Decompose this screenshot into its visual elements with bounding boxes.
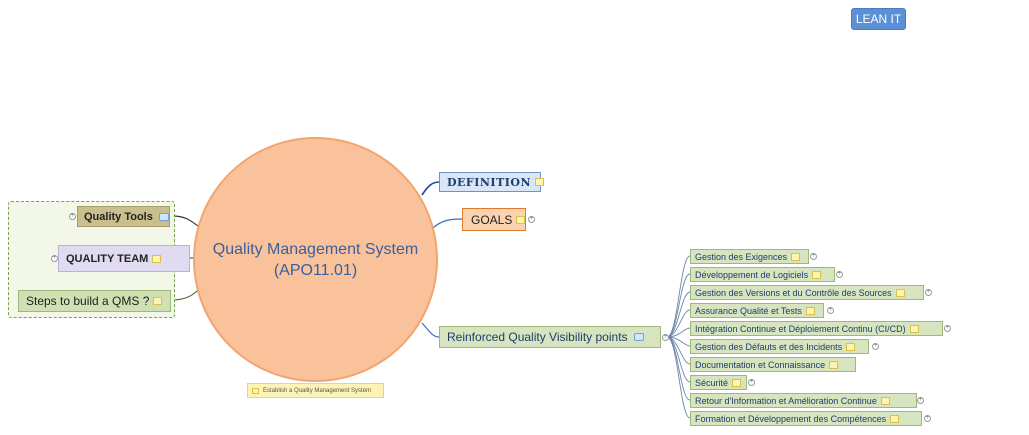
subtopic-item[interactable]: Documentation et Connaissance [690, 357, 856, 372]
subtopic-label: Assurance Qualité et Tests [695, 305, 802, 316]
subtopic-item[interactable]: Gestion des Versions et du Contrôle des … [690, 285, 924, 300]
connector-definition [421, 181, 440, 196]
topic-quality-team[interactable]: QUALITY TEAM [58, 245, 190, 272]
note-icon [732, 378, 742, 387]
subtopic-item[interactable]: Développement de Logiciels [690, 267, 835, 282]
topic-steps-build-qms[interactable]: Steps to build a QMS ? [18, 290, 171, 312]
collapse-icon[interactable] [662, 334, 669, 341]
note-icon [805, 306, 815, 315]
subtopic-label: Intégration Continue et Déploiement Cont… [695, 323, 906, 334]
note-icon [812, 270, 822, 279]
expand-icon[interactable] [917, 397, 924, 404]
subtopic-item[interactable]: Gestion des Défauts et des Incidents [690, 339, 869, 354]
lean-it-button[interactable]: LEAN IT [851, 8, 906, 30]
connector-steps [170, 289, 199, 301]
subtopic-item[interactable]: Intégration Continue et Déploiement Cont… [690, 321, 943, 336]
central-topic[interactable]: Quality Management System (APO11.01) [193, 137, 438, 382]
subtopic-item[interactable]: Sécurité [690, 375, 747, 390]
note-icon [516, 215, 526, 224]
topic-quality-tools[interactable]: Quality Tools [77, 206, 170, 227]
expand-icon[interactable] [810, 253, 817, 260]
connector-goals [432, 218, 463, 229]
note-icon [880, 396, 890, 405]
expand-icon[interactable] [944, 325, 951, 332]
expand-icon[interactable] [836, 271, 843, 278]
children-connectors [666, 255, 691, 419]
topic-label: Reinforced Quality Visibility points [447, 330, 628, 344]
subtopic-item[interactable]: Assurance Qualité et Tests [690, 303, 824, 318]
expand-icon[interactable] [51, 255, 58, 262]
topic-definition[interactable]: DEFINITION [439, 172, 545, 192]
note-icon [890, 414, 900, 423]
subtopic-label: Gestion des Versions et du Contrôle des … [695, 287, 892, 298]
comment-icon [158, 212, 169, 221]
expand-icon[interactable] [925, 289, 932, 296]
topic-label: DEFINITION [447, 175, 532, 189]
note-icon [252, 387, 259, 394]
topic-label: GOALS [471, 212, 513, 227]
expand-icon[interactable] [69, 213, 76, 220]
expand-icon[interactable] [528, 216, 535, 223]
subtopic-label: Documentation et Connaissance [695, 359, 826, 370]
central-title-line2: (APO11.01) [273, 261, 358, 279]
central-callout: Establish a Quality Management System [247, 383, 384, 398]
expand-icon[interactable] [827, 307, 834, 314]
note-icon [846, 342, 856, 351]
connector-reinforced [421, 322, 440, 338]
subtopic-item[interactable]: Formation et Développement des Compétenc… [690, 411, 922, 426]
note-icon [829, 360, 839, 369]
expand-icon[interactable] [924, 415, 931, 422]
note-icon [535, 178, 545, 186]
expand-icon[interactable] [748, 379, 755, 386]
subtopic-item[interactable]: Retour d'Information et Amélioration Con… [690, 393, 917, 408]
subtopic-label: Gestion des Défauts et des Incidents [695, 341, 843, 352]
note-icon [152, 254, 162, 263]
note-icon [909, 324, 919, 333]
note-icon [895, 288, 905, 297]
topic-goals[interactable]: GOALS [462, 208, 526, 231]
note-icon [791, 252, 801, 261]
subtopic-label: Formation et Développement des Compétenc… [695, 413, 887, 424]
subtopic-label: Retour d'Information et Amélioration Con… [695, 395, 877, 406]
central-title-line1: Quality Management System [212, 240, 419, 258]
topic-label: Quality Tools [84, 210, 153, 223]
comment-icon [633, 333, 644, 341]
subtopic-label: Gestion des Exigences [695, 251, 788, 262]
subtopic-item[interactable]: Gestion des Exigences [690, 249, 809, 264]
connector-quality-tools [171, 215, 199, 227]
subtopic-label: Sécurité [695, 377, 729, 388]
topic-label: QUALITY TEAM [66, 252, 149, 265]
subtopic-label: Développement de Logiciels [695, 269, 809, 280]
callout-text: Establish a Quality Management System [263, 387, 372, 394]
topic-label: Steps to build a QMS ? [26, 294, 150, 308]
topic-reinforced-visibility[interactable]: Reinforced Quality Visibility points [439, 326, 661, 348]
note-icon [153, 297, 163, 305]
expand-icon[interactable] [872, 343, 879, 350]
